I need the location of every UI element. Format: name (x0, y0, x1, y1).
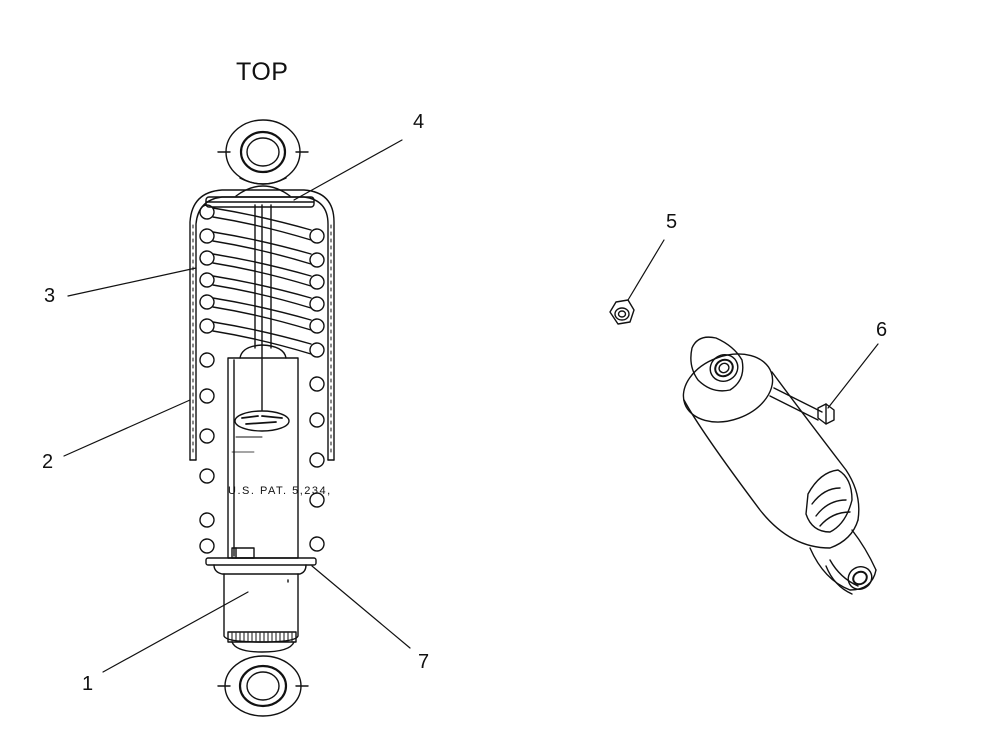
spring-coil-right (309, 412, 325, 428)
spring-coil-right (309, 376, 325, 392)
spring-wire (212, 240, 312, 265)
assembled-shock-perspective (682, 336, 877, 595)
spring-wire (212, 297, 312, 321)
spring-wire (212, 330, 312, 355)
spring-wire (212, 275, 312, 299)
nut (609, 299, 635, 325)
spring-coil-left (199, 318, 215, 334)
coil-spring (199, 204, 325, 554)
dust-boot (189, 189, 335, 461)
top-mount-eye (217, 119, 309, 185)
spring-wire (212, 321, 312, 345)
callout-4: 4 (413, 111, 425, 133)
spring-coil-right (309, 342, 325, 358)
spring-coil-right (309, 536, 325, 552)
spring-coil-left (199, 250, 215, 266)
spring-wire (212, 284, 312, 309)
spring-coil-left (199, 352, 215, 368)
spring-wire (212, 207, 312, 231)
spring-coil-left (199, 388, 215, 404)
spring-coil-right (309, 452, 325, 468)
patent-stamp: U.S. PAT. 5,234, (228, 485, 332, 497)
spring-coil-left (199, 228, 215, 244)
callout-7: 7 (418, 651, 430, 673)
spring-wire (212, 306, 312, 331)
callout-5: 5 (666, 211, 678, 233)
shock-body (227, 344, 299, 559)
leader-lines (63, 139, 879, 673)
brand-logo-icon (234, 410, 290, 432)
spring-coil-left (199, 272, 215, 288)
spring-wire (212, 216, 312, 241)
bolt (769, 387, 835, 425)
spring-coil-left (199, 294, 215, 310)
spring-wire (212, 253, 312, 277)
spring-coil-left (199, 512, 215, 528)
orientation-label: TOP (236, 58, 289, 86)
spring-coil-left (199, 468, 215, 484)
callout-2: 2 (42, 451, 54, 473)
spring-coil-left (199, 204, 215, 220)
spring-coil-right (309, 492, 325, 508)
spring-coil-right (309, 274, 325, 290)
lower-housing (213, 564, 307, 653)
spring-wire (212, 262, 312, 287)
spring-coil-left (199, 538, 215, 554)
spring-coil-right (309, 228, 325, 244)
bottom-mount-eye (217, 655, 309, 717)
spring-wire (212, 231, 312, 255)
callout-1: 1 (82, 673, 94, 695)
callout-3: 3 (44, 285, 56, 307)
lower-spring-retainer (205, 547, 317, 566)
spring-coil-right (309, 318, 325, 334)
callout-6: 6 (876, 319, 888, 341)
spring-coil-left (199, 428, 215, 444)
spring-coil-right (309, 252, 325, 268)
spring-coil-right (309, 296, 325, 312)
